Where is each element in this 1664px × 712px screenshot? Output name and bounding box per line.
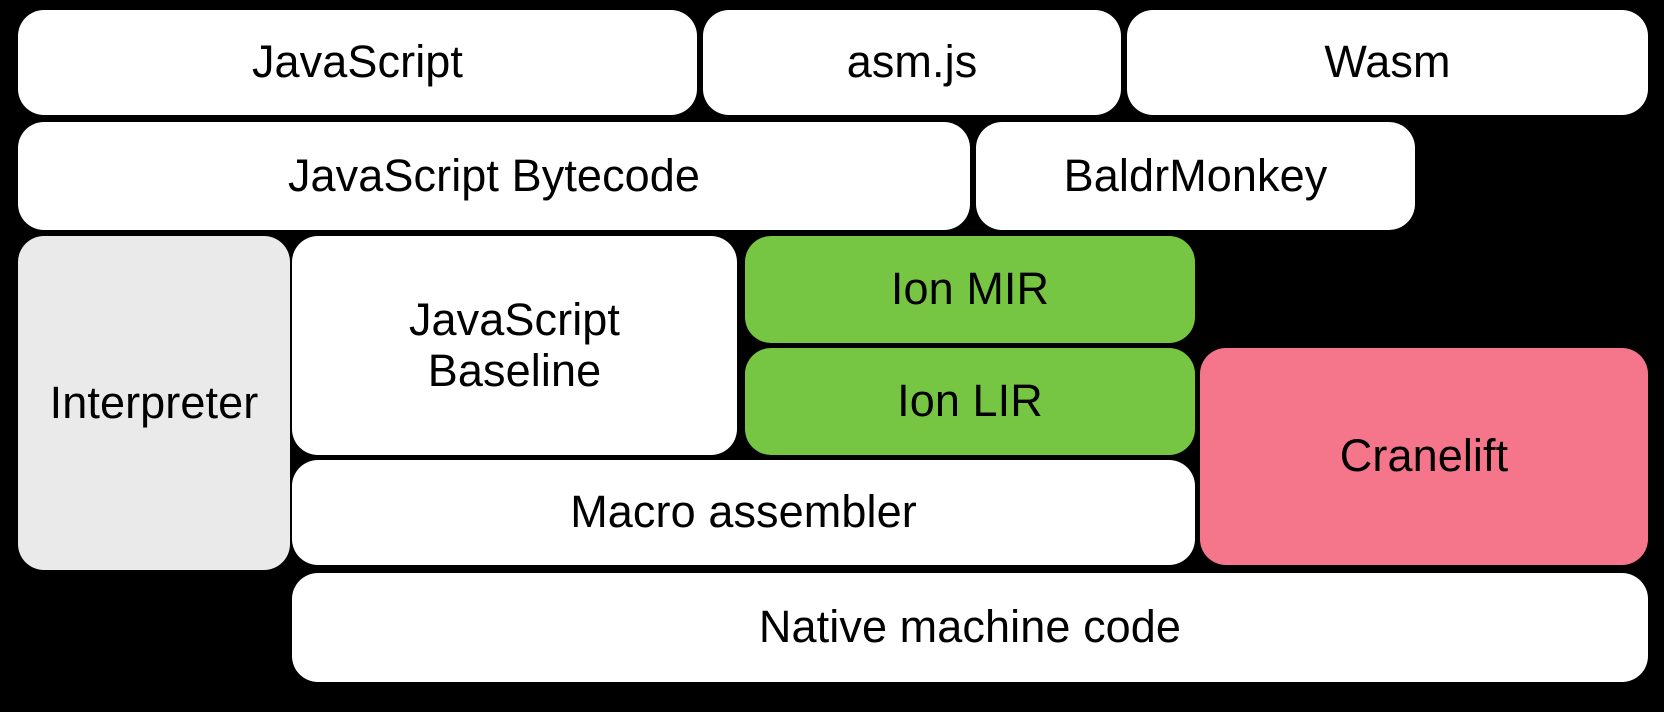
node-label-javascript: JavaScript (251, 36, 464, 88)
node-label-macro-assembler: Macro assembler (570, 486, 917, 538)
node-wasm: Wasm (1127, 10, 1648, 115)
node-baldrmonkey: BaldrMonkey (976, 122, 1415, 230)
node-label-javascript-bytecode: JavaScript Bytecode (287, 149, 701, 201)
node-label-wasm: Wasm (1324, 36, 1451, 88)
node-javascript-bytecode: JavaScript Bytecode (18, 122, 970, 230)
node-javascript-baseline: JavaScript Baseline (292, 236, 737, 455)
node-macro-assembler: Macro assembler (292, 460, 1195, 565)
node-asm-js: asm.js (703, 10, 1121, 115)
node-ion-lir: Ion LIR (745, 348, 1195, 455)
node-cranelift: Cranelift (1200, 348, 1648, 565)
node-label-cranelift: Cranelift (1339, 430, 1509, 482)
node-label-ion-lir: Ion LIR (897, 375, 1043, 427)
node-native-machine-code: Native machine code (292, 573, 1648, 682)
node-ion-mir: Ion MIR (745, 236, 1195, 343)
node-javascript: JavaScript (18, 10, 697, 115)
node-label-native-machine-code: Native machine code (758, 601, 1182, 653)
node-label-asm-js: asm.js (846, 36, 978, 88)
node-label-interpreter: Interpreter (49, 376, 259, 428)
node-interpreter: Interpreter (18, 236, 290, 570)
node-label-javascript-baseline: JavaScript Baseline (408, 294, 621, 396)
node-label-ion-mir: Ion MIR (890, 263, 1050, 315)
node-label-baldrmonkey: BaldrMonkey (1063, 149, 1328, 201)
